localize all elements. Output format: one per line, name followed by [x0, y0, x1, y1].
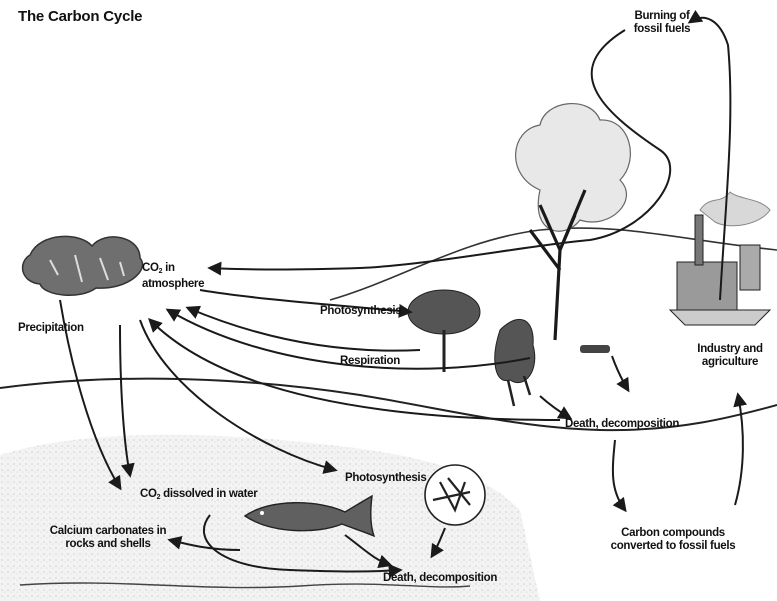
arrow-death-land [540, 396, 570, 418]
label-industry-line1: Industry and [685, 343, 775, 356]
label-industry-line2: agriculture [685, 356, 775, 369]
co2-water-text: CO [140, 488, 157, 500]
label-respiration: Respiration [340, 355, 400, 368]
label-co2-dissolved: CO2 dissolved in water [140, 488, 257, 504]
label-calcium-carbonates: Calcium carbonates in rocks and shells [38, 525, 178, 551]
label-death-decomposition-water: Death, decomposition [383, 572, 497, 585]
co2-in: in [162, 262, 175, 274]
arrow-log-death [612, 356, 628, 390]
label-industry-agriculture: Industry and agriculture [685, 343, 775, 369]
page-title: The Carbon Cycle [18, 8, 142, 25]
label-carbon-line1: Carbon compounds [598, 527, 748, 540]
plankton-icon [425, 465, 485, 525]
co2-water-suffix: dissolved in water [160, 488, 257, 500]
label-calcium-line1: Calcium carbonates in [38, 525, 178, 538]
label-burning-line2: fossil fuels [622, 23, 702, 36]
arrow-fossil-up [735, 395, 743, 505]
label-carbon-compounds: Carbon compounds converted to fossil fue… [598, 527, 748, 553]
tree-icon [516, 104, 631, 340]
co2-atmosphere-line2: atmosphere [142, 278, 204, 291]
label-photosynthesis-land: Photosynthesis [320, 305, 401, 318]
small-tree-icon [408, 290, 480, 372]
label-photosynthesis-water: Photosynthesis [345, 472, 426, 485]
log-icon [580, 345, 610, 353]
co2-text: CO [142, 262, 159, 274]
label-burning-fossil-fuels: Burning of fossil fuels [622, 10, 702, 36]
factory-icon [670, 192, 770, 325]
label-carbon-line2: converted to fossil fuels [598, 540, 748, 553]
label-calcium-line2: rocks and shells [38, 538, 178, 551]
arrow-fossil-down [613, 440, 625, 510]
label-co2-atmosphere: CO2 in atmosphere [142, 262, 204, 291]
label-death-decomposition-land: Death, decomposition [565, 418, 679, 431]
label-burning-line1: Burning of [622, 10, 702, 23]
cloud-icon [23, 236, 143, 295]
label-precipitation: Precipitation [18, 322, 84, 335]
